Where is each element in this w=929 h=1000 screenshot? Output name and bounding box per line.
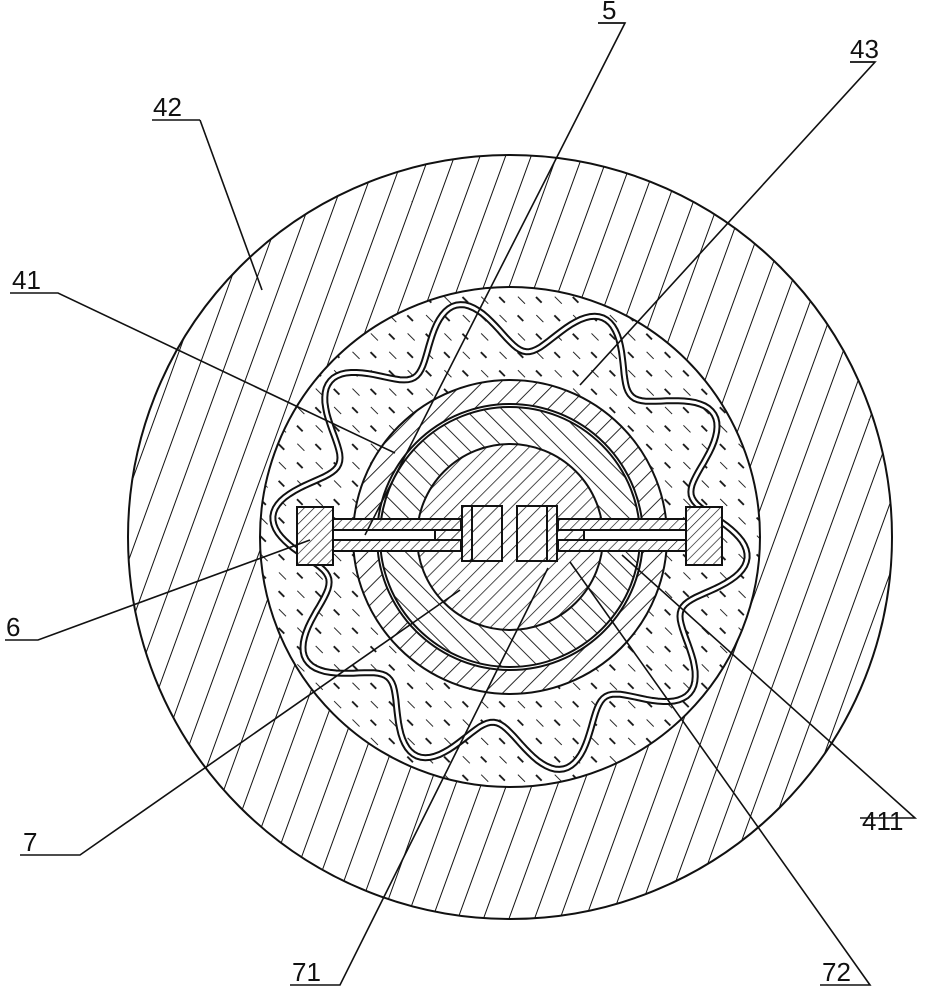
callout-72: 72 [822, 957, 851, 987]
callout-5: 5 [602, 0, 616, 25]
callout-42: 42 [153, 92, 182, 122]
centre-slot-left [471, 505, 503, 562]
wavy-spring-inner [271, 303, 749, 771]
callout-43: 43 [850, 34, 879, 64]
left-piston-assembly [296, 505, 473, 566]
callout-411: 411 [862, 806, 903, 836]
callout-6: 6 [6, 612, 20, 642]
centre-slot-right [516, 505, 548, 562]
callout-41: 41 [12, 265, 41, 295]
core-shaft [416, 443, 604, 631]
callout-7: 7 [23, 827, 37, 857]
callout-labels: 5 43 42 41 6 7 411 71 72 [6, 0, 903, 987]
callout-71: 71 [292, 957, 321, 987]
